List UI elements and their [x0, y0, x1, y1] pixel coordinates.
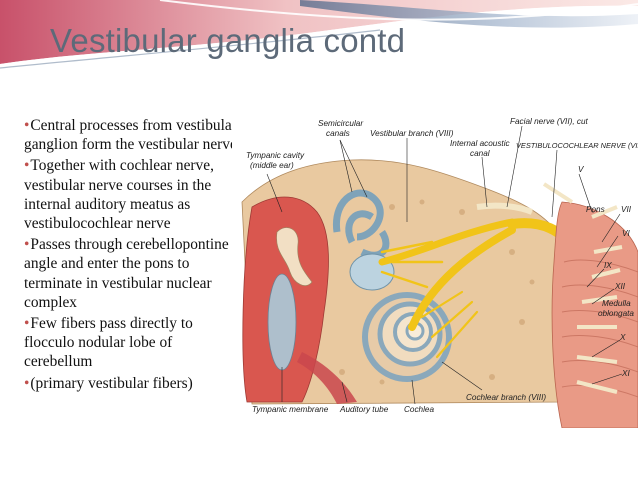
label-facial-nerve: Facial nerve (VII), cut [510, 117, 589, 126]
label-internal-acoustic: Internal acoustic [450, 139, 510, 148]
bullet-item: •Passes through cerebellopontine angle a… [24, 235, 242, 312]
facial-nerve [476, 202, 534, 215]
label-medulla: Medulla [602, 299, 631, 308]
label-cn-xii: XII [614, 282, 626, 291]
ear-anatomy-figure: Semicircular canals Vestibular branch (V… [232, 112, 638, 428]
bullet-item: •Together with cochlear nerve, vestibula… [24, 156, 242, 233]
ossicles [276, 227, 313, 286]
label-cn-vii: VII [621, 205, 632, 214]
bullet-marker: • [24, 236, 30, 254]
label-cochlea: Cochlea [404, 405, 434, 414]
leader-lines [266, 125, 623, 405]
bullet-text: Passes through cerebellopontine angle an… [24, 236, 229, 311]
label-canal: canal [470, 149, 490, 158]
temporal-bone-shape [241, 159, 565, 405]
label-tympanic-cavity: Tympanic cavity [246, 151, 305, 160]
bullet-list: •Central processes from vestibular gangl… [24, 116, 242, 395]
label-auditory-tube: Auditory tube [339, 405, 389, 414]
label-vestibular-branch: Vestibular branch (VIII) [370, 129, 454, 138]
label-cn-x: X [619, 333, 626, 342]
label-cn-v: V [578, 165, 585, 174]
tympanic-membrane [267, 273, 297, 371]
bullet-text: Central processes from vestibular gangli… [24, 117, 237, 154]
slide-title: Vestibular ganglia contd [50, 22, 406, 59]
label-vestibulocochlear: VESTIBULOCOCHLEAR NERVE (VIII) [516, 141, 638, 150]
label-tympanic-membrane: Tympanic membrane [252, 405, 329, 414]
auditory-tube-shape [297, 352, 357, 404]
cranial-nerve-roots [542, 182, 623, 394]
label-oblongata: oblongata [598, 309, 634, 318]
bullet-marker: • [24, 157, 30, 175]
header-swoosh-decoration [0, 0, 638, 71]
bullet-item: •(primary vestibular fibers) [24, 374, 242, 393]
bullet-text: Together with cochlear nerve, vestibular… [24, 157, 214, 233]
bullet-text: Few fibers pass directly to flocculo nod… [24, 315, 193, 371]
bullet-marker: • [24, 117, 30, 134]
cochlea-spiral [362, 292, 452, 382]
label-cn-ix: IX [604, 261, 612, 270]
label-middle-ear: (middle ear) [250, 161, 294, 170]
label-pons: Pons [586, 205, 605, 214]
label-semicircular: Semicircular [318, 119, 363, 128]
bullet-marker: • [24, 315, 30, 333]
label-cn-xi: XI [621, 369, 630, 378]
label-cochlear-branch: Cochlear branch (VIII) [466, 393, 546, 402]
label-canals: canals [326, 129, 350, 138]
bullet-marker: • [24, 374, 30, 392]
bullet-text: (primary vestibular fibers) [30, 374, 193, 392]
bullet-item: •Central processes from vestibular gangl… [24, 116, 242, 154]
label-cn-vi: VI [622, 229, 630, 238]
bullet-item: •Few fibers pass directly to flocculo no… [24, 314, 242, 372]
brainstem [551, 201, 638, 428]
